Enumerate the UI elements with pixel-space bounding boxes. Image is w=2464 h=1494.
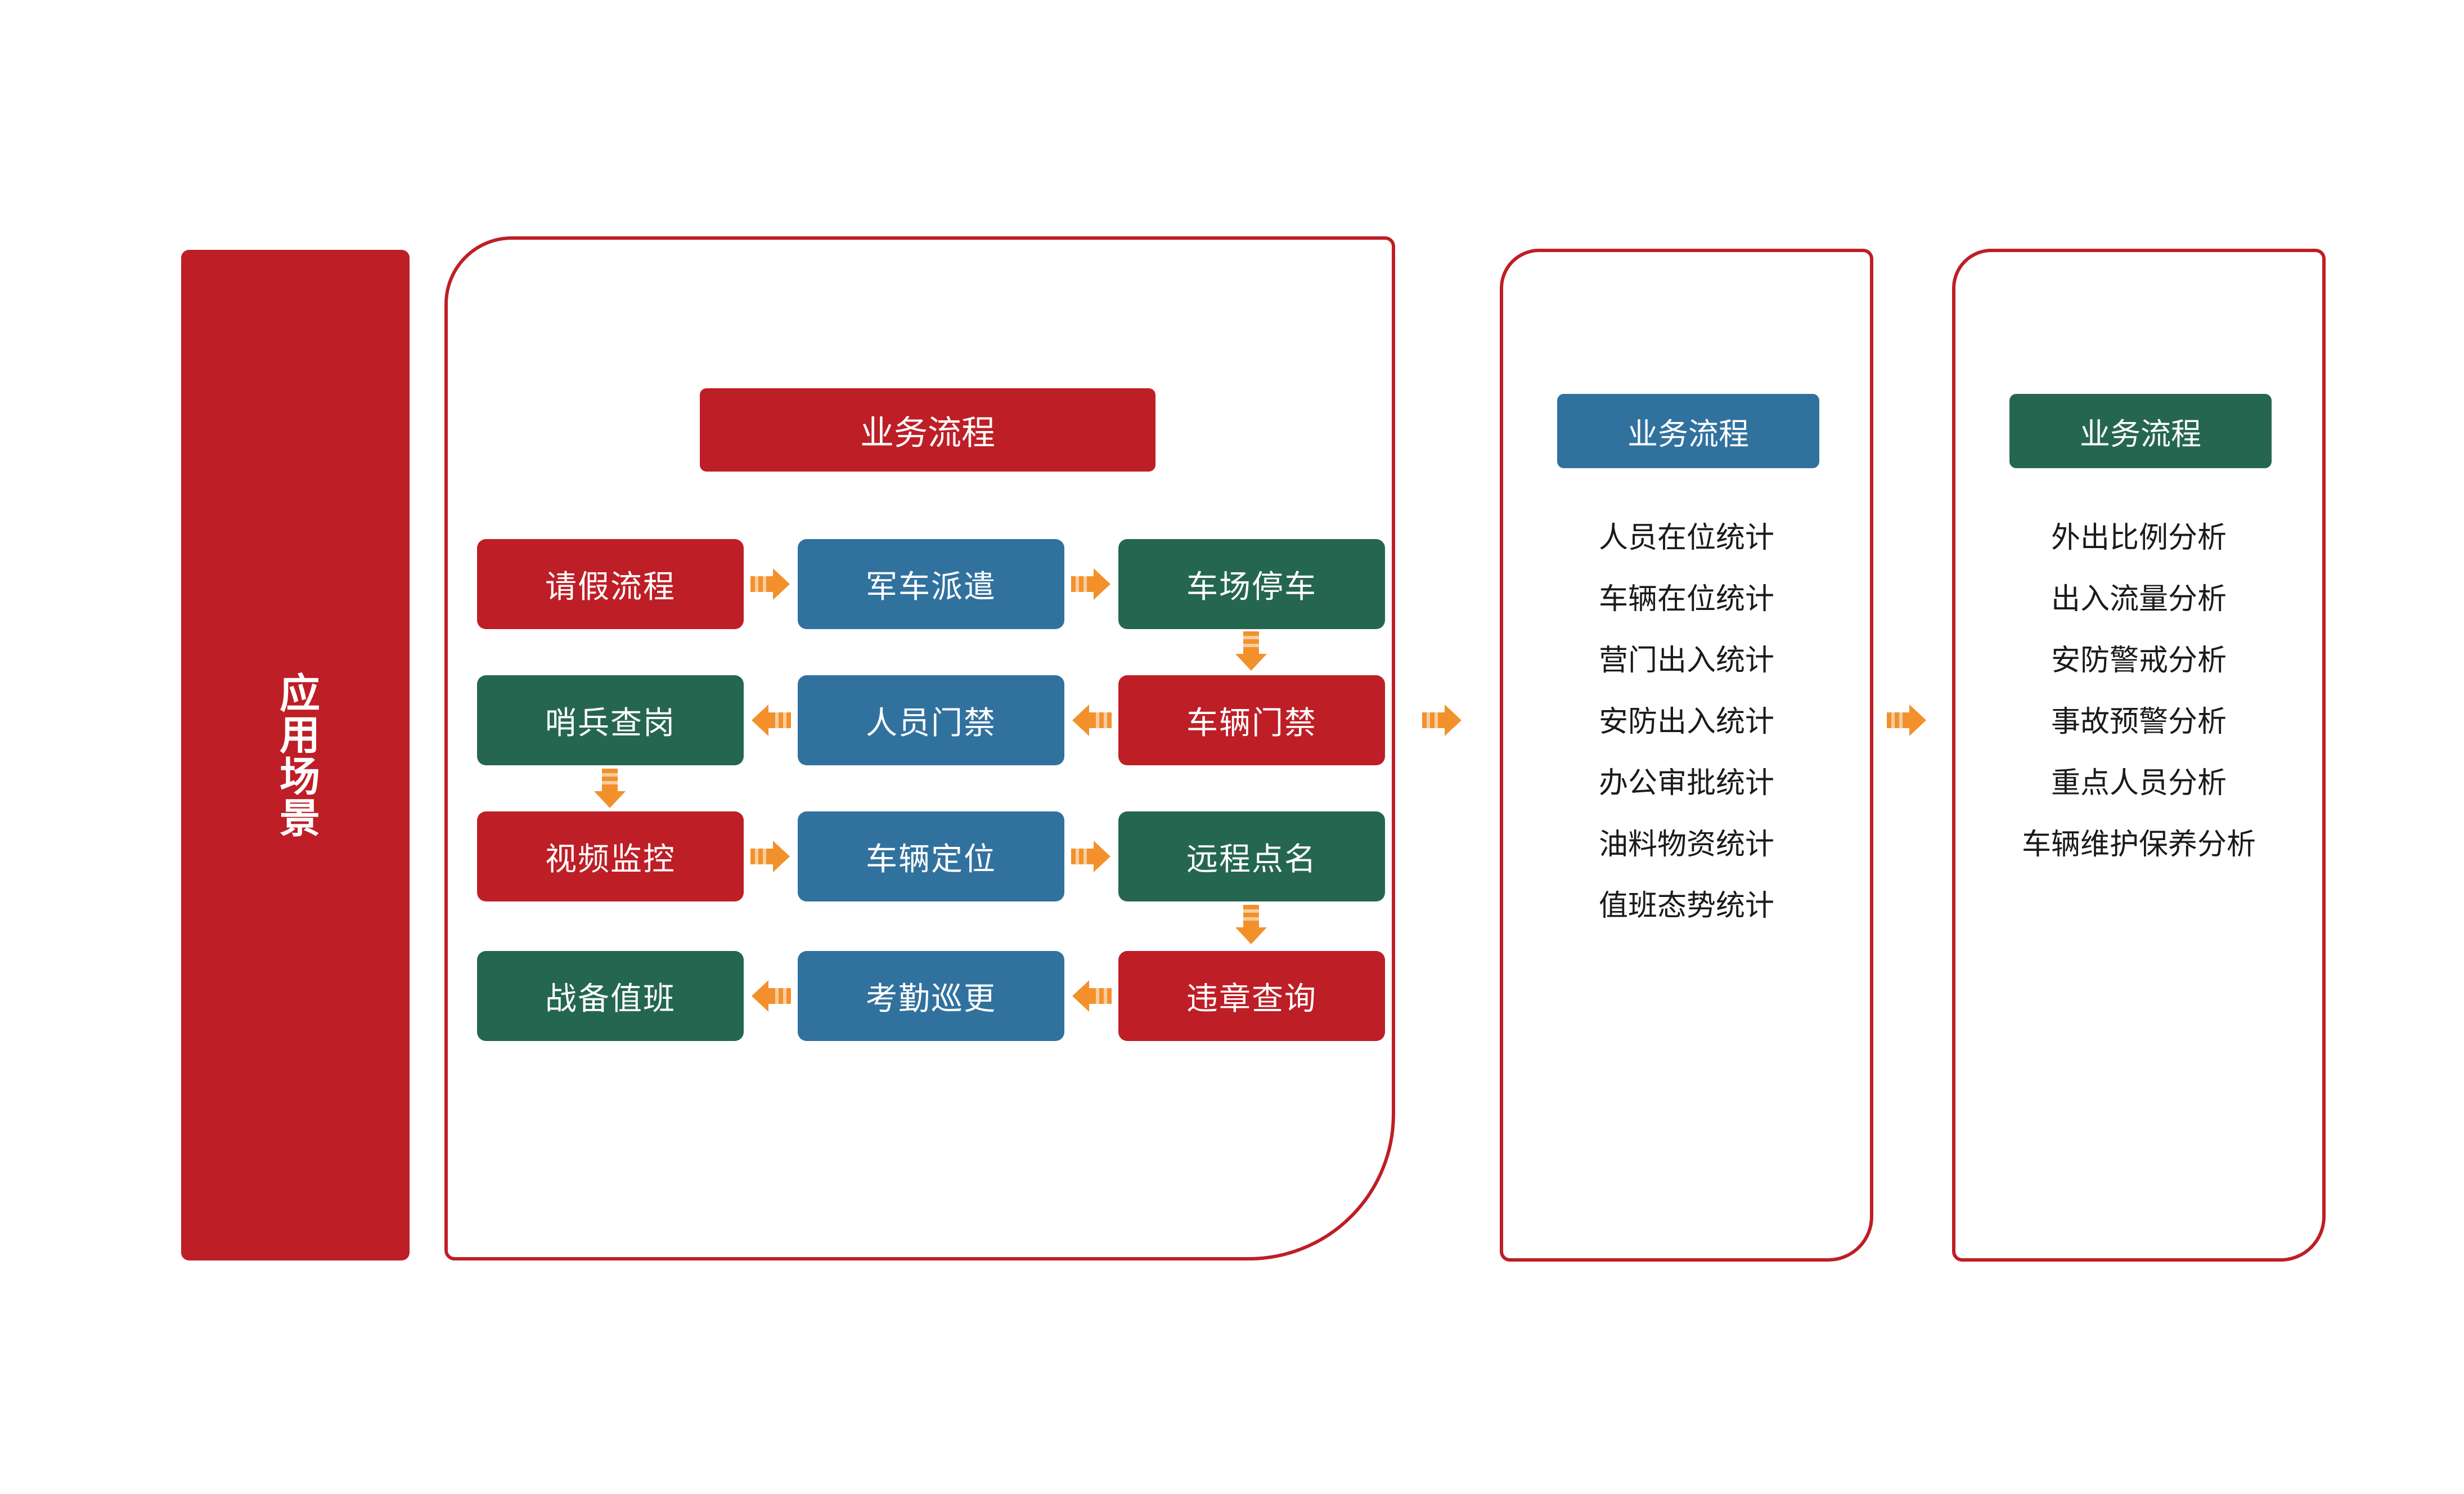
business-flow-header-label: 业务流程 <box>860 414 995 452</box>
list-item: 外出比例分析 <box>2051 522 2227 554</box>
flow-box-combat-readiness-duty[interactable]: 战备值班 <box>477 951 744 1041</box>
list-item: 油料物资统计 <box>1598 828 1774 861</box>
list-item: 值班态势统计 <box>1598 890 1774 922</box>
list-item: 重点人员分析 <box>2051 767 2227 800</box>
arrow-right-icon <box>750 838 791 874</box>
flow-box-label: 车场停车 <box>1186 568 1317 604</box>
analysis-list: 外出比例分析 出入流量分析 安防警戒分析 事故预警分析 重点人员分析 车辆维护保… <box>1952 523 2326 891</box>
flow-box-label: 考勤巡更 <box>866 980 996 1016</box>
flow-box-video-surveillance[interactable]: 视频监控 <box>477 811 744 901</box>
flow-box-label: 车辆定位 <box>866 841 996 877</box>
flow-box-attendance-patrol[interactable]: 考勤巡更 <box>798 951 1064 1041</box>
flow-box-label: 哨兵查岗 <box>545 705 676 741</box>
statistics-header-label: 业务流程 <box>1627 417 1749 451</box>
connector-arrow-flow-to-stats-icon <box>1422 702 1463 738</box>
flow-box-label: 人员门禁 <box>866 705 996 741</box>
arrow-down-icon <box>1233 631 1269 672</box>
business-flow-header: 业务流程 <box>700 388 1155 472</box>
flow-box-label: 车辆门禁 <box>1186 705 1317 741</box>
arrow-down-icon <box>1233 905 1269 945</box>
arrow-left-icon <box>750 702 791 738</box>
arrow-right-icon <box>1071 838 1112 874</box>
application-scenario-label: 应用场景 <box>273 672 318 838</box>
flow-box-leave-process[interactable]: 请假流程 <box>477 539 744 629</box>
arrow-left-icon <box>1071 978 1112 1014</box>
arrow-left-icon <box>1071 702 1112 738</box>
statistics-list: 人员在位统计 车辆在位统计 营门出入统计 安防出入统计 办公审批统计 油料物资统… <box>1500 523 1873 953</box>
list-item: 出入流量分析 <box>2051 583 2227 616</box>
flow-box-vehicle-positioning[interactable]: 车辆定位 <box>798 811 1064 901</box>
application-scenario-banner: 应用场景 <box>181 250 410 1260</box>
flow-box-label: 军车派遣 <box>866 568 996 604</box>
flow-box-personnel-access-control[interactable]: 人员门禁 <box>798 675 1064 765</box>
connector-arrow-stats-to-analysis-icon <box>1887 702 1927 738</box>
flow-box-violation-query[interactable]: 违章查询 <box>1118 951 1385 1041</box>
arrow-left-icon <box>750 978 791 1014</box>
flow-box-label: 违章查询 <box>1186 980 1317 1016</box>
list-item: 营门出入统计 <box>1598 644 1774 677</box>
flow-box-sentry-post-check[interactable]: 哨兵查岗 <box>477 675 744 765</box>
list-item: 人员在位统计 <box>1598 522 1774 554</box>
flow-box-military-vehicle-dispatch[interactable]: 军车派遣 <box>798 539 1064 629</box>
list-item: 安防警戒分析 <box>2051 644 2227 677</box>
flow-box-remote-roll-call[interactable]: 远程点名 <box>1118 811 1385 901</box>
list-item: 办公审批统计 <box>1598 767 1774 800</box>
arrow-right-icon <box>1071 566 1112 602</box>
flow-box-label: 请假流程 <box>545 568 676 604</box>
flow-box-vehicle-access-control[interactable]: 车辆门禁 <box>1118 675 1385 765</box>
analysis-header-label: 业务流程 <box>2080 417 2201 451</box>
list-item: 车辆维护保养分析 <box>2021 828 2256 861</box>
flow-box-parking-lot[interactable]: 车场停车 <box>1118 539 1385 629</box>
analysis-header: 业务流程 <box>2009 394 2272 468</box>
arrow-right-icon <box>750 566 791 602</box>
arrow-down-icon <box>592 769 628 809</box>
list-item: 车辆在位统计 <box>1598 583 1774 616</box>
flow-box-label: 战备值班 <box>545 980 676 1016</box>
flow-box-label: 视频监控 <box>545 841 676 877</box>
flow-box-label: 远程点名 <box>1186 841 1317 877</box>
list-item: 安防出入统计 <box>1598 706 1774 738</box>
list-item: 事故预警分析 <box>2051 706 2227 738</box>
statistics-header: 业务流程 <box>1557 394 1819 468</box>
